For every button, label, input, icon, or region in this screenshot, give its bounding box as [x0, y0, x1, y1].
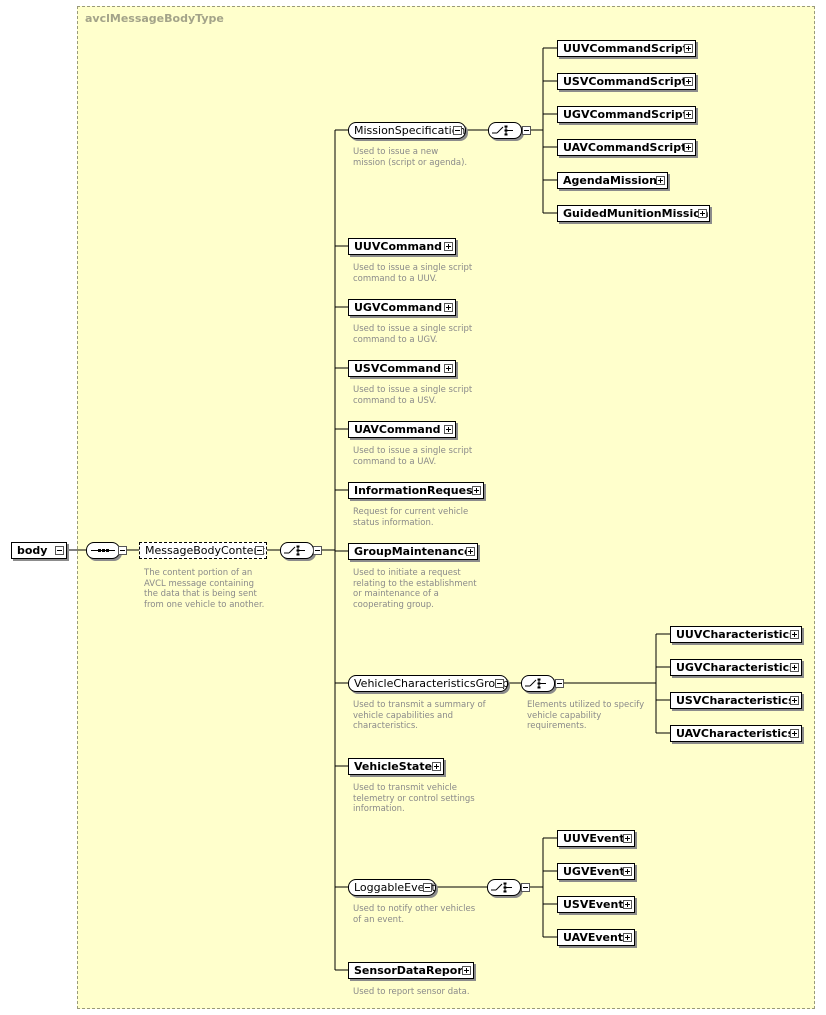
expand-icon[interactable]	[684, 110, 693, 119]
expand-icon[interactable]	[623, 933, 632, 942]
expand-icon[interactable]	[623, 900, 632, 909]
element-uuvcommand[interactable]: UUVCommand	[348, 238, 456, 255]
expand-icon[interactable]	[462, 966, 471, 975]
element-ugvcommand[interactable]: UGVCommand	[348, 299, 456, 316]
element-message-body-content[interactable]: MessageBodyContent	[139, 542, 267, 559]
complex-type-frame	[77, 6, 815, 1009]
collapse-icon[interactable]	[522, 126, 531, 135]
expand-icon[interactable]	[472, 486, 481, 495]
expand-icon[interactable]	[444, 425, 453, 434]
expand-icon[interactable]	[684, 77, 693, 86]
expand-icon[interactable]	[623, 867, 632, 876]
choice-compositor-icon	[521, 675, 555, 692]
annotation-text: Used to issue a new mission (script or a…	[353, 147, 468, 168]
element-uuvcommand-script[interactable]: UUVCommandScript	[557, 40, 696, 57]
element-vehicle-state[interactable]: VehicleState	[348, 758, 444, 775]
element-uuvcharacteristics[interactable]: UUVCharacteristics	[670, 626, 802, 643]
collapse-icon[interactable]	[453, 126, 462, 135]
annotation-text: Used to notify other vehicles of an even…	[353, 904, 476, 925]
expand-icon[interactable]	[790, 663, 799, 672]
element-sensor-data-report[interactable]: SensorDataReport	[348, 962, 474, 979]
element-uavcommand-script[interactable]: UAVCommandScript	[557, 139, 696, 156]
element-loggable-event[interactable]: LoggableEvent	[348, 879, 436, 896]
expand-icon[interactable]	[444, 303, 453, 312]
annotation-text: Request for current vehicle status infor…	[353, 507, 469, 528]
element-mission-specification[interactable]: MissionSpecification	[348, 122, 466, 139]
collapse-icon[interactable]	[118, 546, 127, 555]
element-ugvevent[interactable]: UGVEvent	[557, 863, 635, 880]
expand-icon[interactable]	[444, 364, 453, 373]
annotation-text: Used to issue a single script command to…	[353, 263, 473, 284]
annotation-text: Used to issue a single script command to…	[353, 385, 473, 406]
element-guided-munition-mission[interactable]: GuidedMunitionMission	[557, 205, 710, 222]
collapse-icon[interactable]	[495, 679, 504, 688]
element-ugvcharacteristics[interactable]: UGVCharacteristics	[670, 659, 802, 676]
element-usvcommand-script[interactable]: USVCommandScript	[557, 73, 696, 90]
expand-icon[interactable]	[432, 762, 441, 771]
element-vehicle-characteristics-group[interactable]: VehicleCharacteristicsGroup	[348, 675, 509, 692]
annotation-text: Used to transmit vehicle telemetry or co…	[353, 783, 475, 814]
choice-compositor-icon	[487, 879, 521, 896]
element-body[interactable]: body	[11, 542, 67, 559]
expand-icon[interactable]	[684, 44, 693, 53]
collapse-icon[interactable]	[423, 883, 432, 892]
expand-icon[interactable]	[623, 834, 632, 843]
annotation-text: Elements utilized to specify vehicle cap…	[527, 700, 645, 731]
element-agenda-mission[interactable]: AgendaMission	[557, 172, 668, 189]
complex-type-title: avclMessageBodyType	[85, 12, 224, 25]
annotation-text: Used to issue a single script command to…	[353, 324, 473, 345]
annotation-text: Used to issue a single script command to…	[353, 446, 473, 467]
collapse-icon[interactable]	[313, 546, 322, 555]
collapse-icon[interactable]	[255, 546, 264, 555]
element-usvcommand[interactable]: USVCommand	[348, 360, 456, 377]
annotation-text: Used to transmit a summary of vehicle ca…	[353, 700, 486, 731]
sequence-compositor-icon	[86, 542, 120, 559]
element-usvcharacteristics[interactable]: USVCharacteristics	[670, 692, 802, 709]
element-uavevent[interactable]: UAVEvent	[557, 929, 635, 946]
annotation-text: Used to initiate a request relating to t…	[353, 568, 477, 610]
element-group-maintenance[interactable]: GroupMaintenance	[348, 543, 478, 560]
collapse-icon[interactable]	[555, 679, 564, 688]
expand-icon[interactable]	[466, 547, 475, 556]
annotation-text: The content portion of an AVCL message c…	[144, 568, 265, 610]
element-uuvevent[interactable]: UUVEvent	[557, 830, 635, 847]
element-ugvcommand-script[interactable]: UGVCommandScript	[557, 106, 696, 123]
collapse-icon[interactable]	[55, 546, 64, 555]
element-uavcommand[interactable]: UAVCommand	[348, 421, 456, 438]
element-uavcharacteristics[interactable]: UAVCharacteristics	[670, 725, 802, 742]
expand-icon[interactable]	[790, 696, 799, 705]
element-information-request[interactable]: InformationRequest	[348, 482, 484, 499]
choice-compositor-icon	[488, 122, 522, 139]
collapse-icon[interactable]	[521, 883, 530, 892]
element-usvevent[interactable]: USVEvent	[557, 896, 635, 913]
expand-icon[interactable]	[698, 209, 707, 218]
choice-compositor-icon	[280, 542, 314, 559]
expand-icon[interactable]	[684, 143, 693, 152]
annotation-text: Used to report sensor data.	[353, 987, 470, 997]
expand-icon[interactable]	[790, 630, 799, 639]
expand-icon[interactable]	[656, 176, 665, 185]
expand-icon[interactable]	[790, 729, 799, 738]
expand-icon[interactable]	[444, 242, 453, 251]
